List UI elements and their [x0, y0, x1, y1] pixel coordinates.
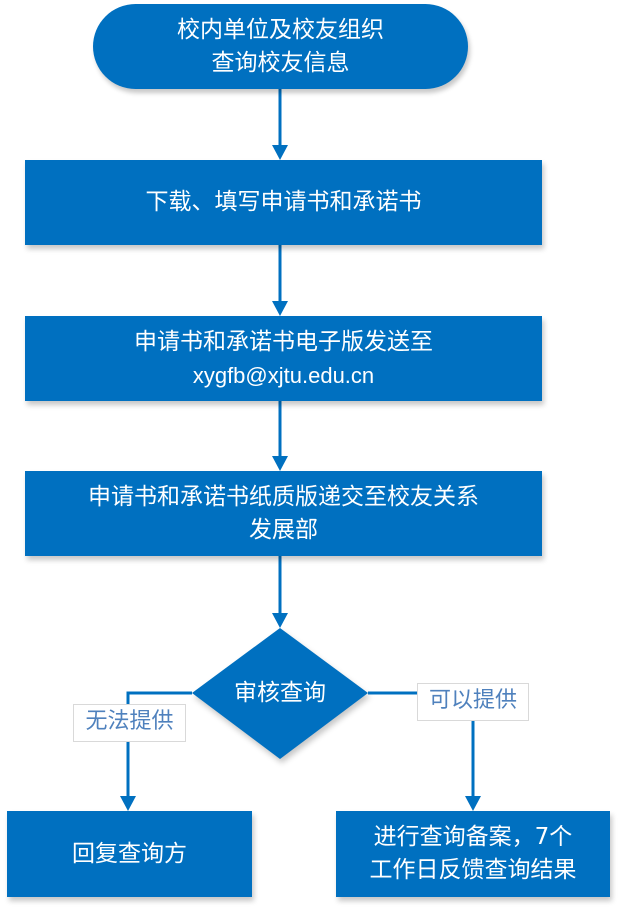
arrowhead-end-yes: [465, 796, 481, 811]
arrowhead-step2: [272, 301, 288, 316]
step2-line-1: 申请书和承诺书电子版发送至: [134, 328, 433, 355]
step-send-electronic-copy: 申请书和承诺书电子版发送至 xygfb@xjtu.edu.cn: [25, 316, 542, 401]
arrowhead-end-no: [120, 796, 136, 811]
step3-line-2: 发展部: [249, 516, 318, 543]
start-node: 校内单位及校友组织 查询校友信息: [93, 4, 468, 89]
arrowhead-decision: [272, 613, 288, 628]
step-download-fill-forms: 下载、填写申请书和承诺书: [25, 160, 542, 245]
step3-line-1: 申请书和承诺书纸质版递交至校友关系: [88, 483, 479, 510]
end-yes-line-1: 进行查询备案，7个: [373, 824, 573, 850]
end-no-label: 回复查询方: [72, 840, 187, 867]
edge-label-cannot-provide: 无法提供: [73, 704, 186, 742]
step2-email: xygfb@xjtu.edu.cn: [192, 362, 375, 388]
step1-label: 下载、填写申请书和承诺书: [145, 189, 422, 215]
start-node-line-2: 查询校友信息: [211, 49, 350, 76]
decision-label: 审核查询: [234, 680, 326, 706]
arrowhead-step3: [272, 456, 288, 471]
end-record-and-feedback: 进行查询备案，7个 工作日反馈查询结果: [336, 811, 610, 897]
end-reply-requester: 回复查询方: [7, 811, 252, 897]
step-submit-paper-copy: 申请书和承诺书纸质版递交至校友关系 发展部: [25, 471, 542, 556]
decision-diamond: [192, 628, 368, 759]
end-yes-line-2: 工作日反馈查询结果: [369, 857, 577, 883]
edge-label-can-provide: 可以提供: [417, 683, 529, 721]
arrowhead-step1: [272, 145, 288, 160]
start-node-line-1: 校内单位及校友组织: [177, 16, 384, 43]
edge-decision-no: [126, 691, 192, 796]
